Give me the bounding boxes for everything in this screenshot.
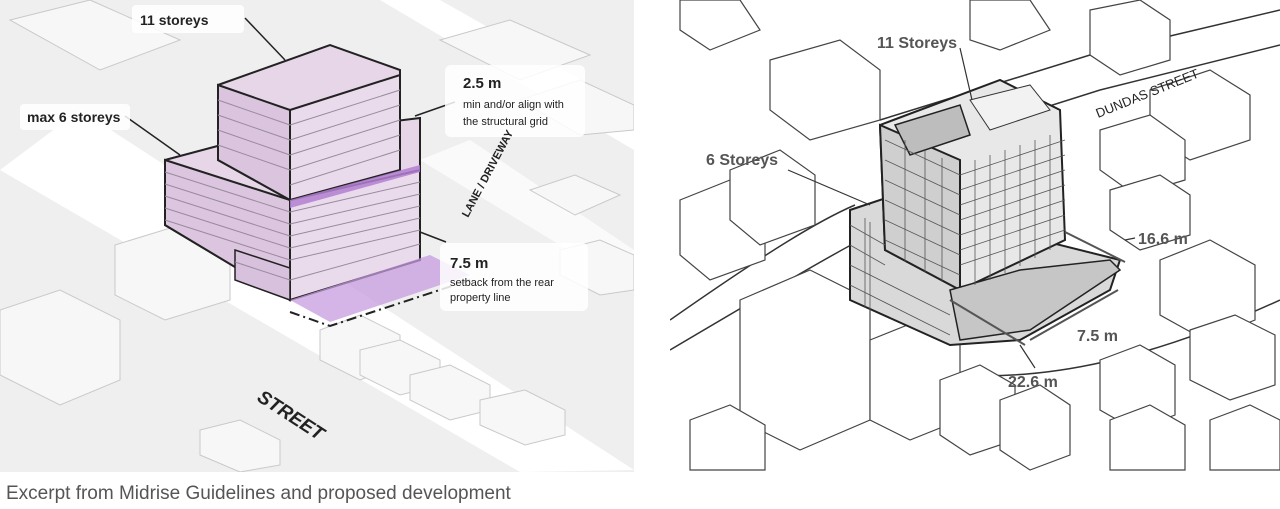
podium-floor-lines — [164, 171, 421, 281]
label-11-storeys: 11 storeys — [140, 12, 209, 28]
label-7-5-desc-1: setback from the rear — [450, 277, 554, 289]
label-7-5-m-right: 7.5 m — [1077, 328, 1118, 345]
leader-max-6 — [124, 115, 181, 156]
label-2-5-desc-1: min and/or align with — [463, 99, 564, 111]
callout-2-5-box — [445, 65, 585, 137]
label-2-5-desc-2: the structural grid — [463, 116, 548, 128]
label-max-6-storeys: max 6 storeys — [27, 109, 121, 125]
label-22-6-m: 22.6 m — [1008, 374, 1058, 391]
rear-property-line — [289, 279, 471, 328]
tower-window-grid — [849, 135, 1066, 336]
callout-11-box — [132, 5, 244, 33]
label-6-storeys: 6 Storeys — [706, 152, 778, 169]
dimension-arrow-7-5 — [419, 231, 447, 243]
guideline-illustration: 11 storeys max 6 storeys 2.5 m min and/o… — [0, 0, 634, 472]
midrise-guideline-diagram: 11 storeys max 6 storeys 2.5 m min and/o… — [0, 0, 634, 472]
label-7-5-desc-2: property line — [450, 292, 511, 304]
stepback-highlight — [290, 165, 420, 208]
label-2-5-m: 2.5 m — [463, 75, 501, 92]
dimension-lines — [949, 231, 1126, 346]
figure-caption: Excerpt from Midrise Guidelines and prop… — [6, 483, 511, 504]
context-buildings-right — [679, 0, 1280, 471]
leader-lines-right — [787, 47, 1136, 369]
label-16-6-m: 16.6 m — [1138, 231, 1188, 248]
label-7-5-m: 7.5 m — [450, 255, 488, 272]
tower-floor-lines — [217, 89, 401, 186]
label-11-storeys-right: 11 Storeys — [877, 35, 957, 52]
proposed-development-diagram: 11 Storeys 6 Storeys DUNDAS STREET 16.6 … — [670, 0, 1280, 472]
proposed-building — [849, 78, 1122, 347]
callout-7-5-box — [440, 243, 588, 311]
context-buildings — [0, 0, 634, 472]
rear-setback-highlight — [290, 255, 470, 322]
development-illustration: 11 Storeys 6 Storeys DUNDAS STREET 16.6 … — [670, 0, 1280, 471]
leader-11-storeys — [244, 17, 286, 61]
callout-6-box — [20, 104, 130, 130]
